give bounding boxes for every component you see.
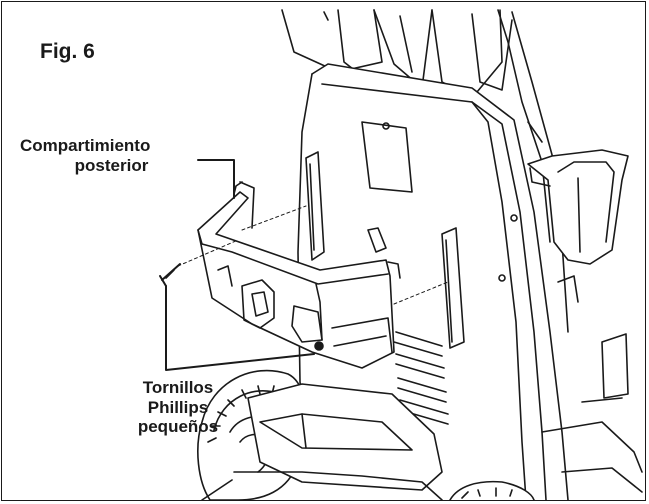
screws-label-line3: pequeños: [137, 417, 219, 437]
rear-compartment: [197, 181, 401, 369]
wheel-right: [449, 480, 535, 500]
alignment-lines: [177, 205, 449, 305]
rear-compartment-label-line1: Compartimiento: [20, 136, 151, 155]
main-body: [297, 63, 569, 500]
screw: [159, 263, 181, 287]
rear-compartment-label: Compartimiento posterior: [20, 136, 150, 175]
base: [201, 214, 643, 500]
screws-label: Tornillos Phillips pequeños: [116, 378, 240, 437]
callout-leaders: [165, 159, 315, 371]
screws-label-line2: Phillips: [147, 397, 209, 417]
handle-frame: [281, 9, 569, 333]
rear-compartment-label-line2: posterior: [74, 155, 149, 175]
figure-title: Fig. 6: [40, 40, 95, 63]
screws-label-line1: Tornillos: [142, 378, 214, 397]
cup-holder: [527, 149, 629, 265]
